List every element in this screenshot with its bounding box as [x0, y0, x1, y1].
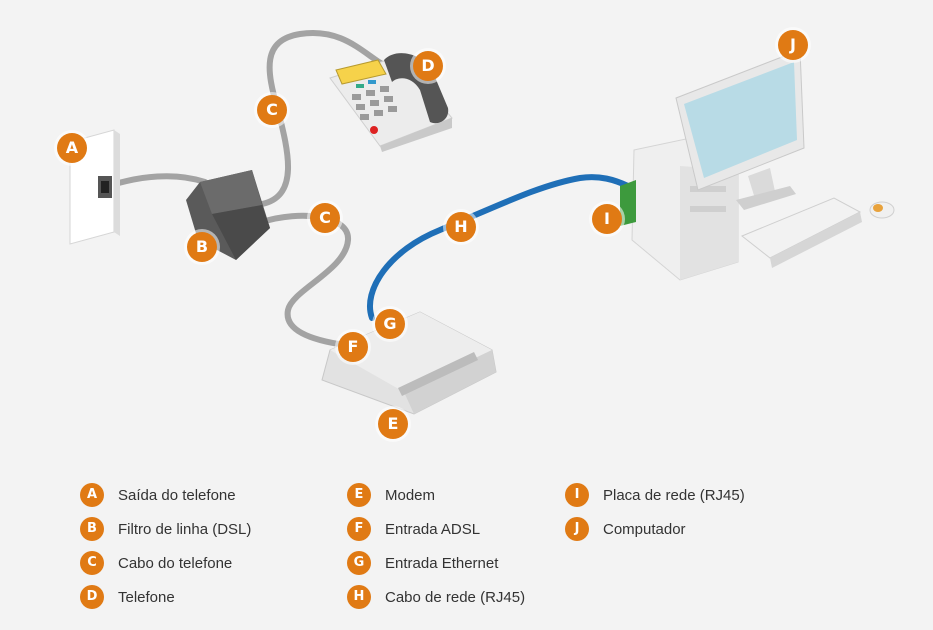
- label-g-badge: G: [375, 309, 405, 339]
- label-a-badge: A: [57, 133, 87, 163]
- label-f-badge: F: [338, 332, 368, 362]
- label-h-badge: H: [446, 212, 476, 242]
- legend-label-i: Placa de rede (RJ45): [603, 486, 745, 504]
- legend-badge-i: I: [565, 483, 589, 507]
- legend-item-d: D Telefone: [80, 580, 251, 614]
- ethernet-cable: [367, 174, 631, 321]
- legend-item-h: H Cabo de rede (RJ45): [347, 580, 525, 614]
- legend-column-2: E Modem F Entrada ADSL G Entrada Etherne…: [347, 478, 525, 614]
- label-e-badge: E: [378, 409, 408, 439]
- keyboard: [741, 197, 862, 268]
- legend-item-i: I Placa de rede (RJ45): [565, 478, 745, 512]
- label-b-badge: B: [187, 232, 217, 262]
- legend-badge-g: G: [347, 551, 371, 575]
- label-i-badge: I: [592, 204, 622, 234]
- legend-label-b: Filtro de linha (DSL): [118, 520, 252, 538]
- legend-badge-h: H: [347, 585, 371, 609]
- network-diagram: [69, 30, 895, 415]
- legend-badge-a: A: [80, 483, 104, 507]
- legend-item-e: E Modem: [347, 478, 525, 512]
- legend-item-c: C Cabo do telefone: [80, 546, 251, 580]
- legend-column-3: I Placa de rede (RJ45) J Computador: [565, 478, 745, 546]
- legend-label-j: Computador: [603, 520, 686, 538]
- legend-label-e: Modem: [385, 486, 436, 504]
- legend-badge-d: D: [80, 585, 104, 609]
- label-c-badge-phone: C: [257, 95, 287, 125]
- filter-to-modem-cable: [259, 212, 351, 348]
- label-d-badge: D: [413, 51, 443, 81]
- legend-label-g: Entrada Ethernet: [385, 554, 499, 572]
- legend-badge-c: C: [80, 551, 104, 575]
- modem: [321, 311, 497, 415]
- legend-item-b: B Filtro de linha (DSL): [80, 512, 251, 546]
- legend-item-f: F Entrada ADSL: [347, 512, 525, 546]
- legend-badge-f: F: [347, 517, 371, 541]
- legend-label-h: Cabo de rede (RJ45): [385, 588, 526, 606]
- legend-item-g: G Entrada Ethernet: [347, 546, 525, 580]
- legend-item-a: A Saída do telefone: [80, 478, 251, 512]
- monitor: [675, 49, 805, 210]
- legend-label-f: Entrada ADSL: [385, 520, 481, 538]
- legend-label-a: Saída do telefone: [118, 486, 236, 504]
- legend-column-1: A Saída do telefone B Filtro de linha (D…: [80, 478, 251, 614]
- legend-item-j: J Computador: [565, 512, 745, 546]
- legend-badge-j: J: [565, 517, 589, 541]
- label-c-badge-modem: C: [310, 203, 340, 233]
- legend-badge-e: E: [347, 483, 371, 507]
- label-j-badge: J: [778, 30, 808, 60]
- mouse: [869, 201, 895, 219]
- legend-label-c: Cabo do telefone: [118, 554, 233, 572]
- wall-to-filter-cable: [105, 173, 208, 189]
- legend-label-d: Telefone: [118, 588, 175, 606]
- legend-badge-b: B: [80, 517, 104, 541]
- filter-to-phone-cable: [259, 30, 385, 207]
